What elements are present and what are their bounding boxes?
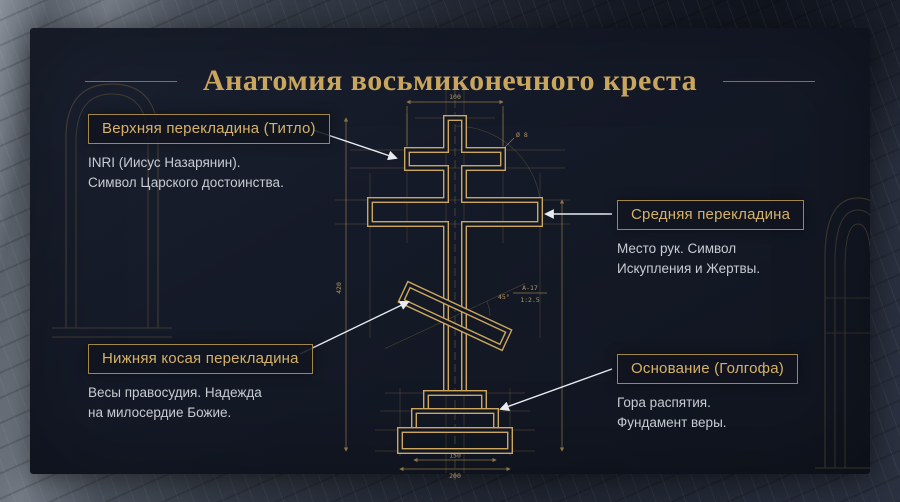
title-rule-right xyxy=(723,80,816,82)
callout-label-slant: Нижняя косая перекладина xyxy=(88,344,313,374)
callout-slant: Нижняя косая перекладина Весы правосудия… xyxy=(88,344,313,423)
dim-width-label: 100 xyxy=(449,93,461,101)
middle-desc-line2: Искупления и Жертвы. xyxy=(617,260,761,276)
titlo-desc-line2: Символ Царского достоинства. xyxy=(88,174,284,190)
dim-height-label: 420 xyxy=(335,282,343,294)
title-row: Анатомия восьмиконечного креста xyxy=(30,64,870,98)
right-arch-decoration xyxy=(815,197,870,469)
cross-slant-bar xyxy=(397,280,513,352)
detail-scale-label: 1:2.5 xyxy=(520,296,540,304)
dim-hole-label: Ø 8 xyxy=(516,131,528,139)
dim-base1-label: 150 xyxy=(449,452,461,460)
slant-desc-line2: на милосердие Божие. xyxy=(88,404,232,420)
callout-titlo: Верхняя перекладина (Титло) INRI (Иисус … xyxy=(88,114,330,193)
title-rule-left xyxy=(84,80,177,82)
page-title: Анатомия восьмиконечного креста xyxy=(202,64,698,97)
cross-body xyxy=(367,115,543,396)
base-desc-line1: Гора распятия. xyxy=(617,395,711,410)
callout-desc-slant: Весы правосудия. Надежда на милосердие Б… xyxy=(88,383,313,423)
dim-base2-label: 200 xyxy=(449,472,461,480)
cross-base xyxy=(397,390,513,454)
callout-desc-base: Гора распятия. Фундамент веры. xyxy=(617,393,798,433)
cross-blueprint: 100 420 150 200 Ø 8 45° А-17 1:2.5 xyxy=(335,88,570,480)
callout-label-titlo: Верхняя перекладина (Титло) xyxy=(88,114,330,144)
left-arch-decoration xyxy=(52,83,172,338)
callout-middle: Средняя перекладина Место рук. Символ Ис… xyxy=(617,200,805,279)
detail-ref-label: А-17 xyxy=(522,284,538,292)
base-desc-line2: Фундамент веры. xyxy=(617,414,727,430)
callout-desc-titlo: INRI (Иисус Назарянин). Символ Царского … xyxy=(88,153,330,193)
callout-label-base: Основание (Голгофа) xyxy=(617,354,798,384)
callout-label-middle: Средняя перекладина xyxy=(617,200,805,230)
slant-desc-line1: Весы правосудия. Надежда xyxy=(88,385,262,400)
titlo-desc-line1: INRI (Иисус Назарянин). xyxy=(88,155,241,170)
dim-angle-label: 45° xyxy=(498,293,510,301)
callout-base: Основание (Голгофа) Гора распятия. Фунда… xyxy=(617,354,798,433)
callout-desc-middle: Место рук. Символ Искупления и Жертвы. xyxy=(617,239,804,279)
middle-desc-line1: Место рук. Символ xyxy=(617,241,737,256)
dimension-annotations: 100 420 150 200 Ø 8 45° А-17 1:2.5 xyxy=(335,93,565,480)
